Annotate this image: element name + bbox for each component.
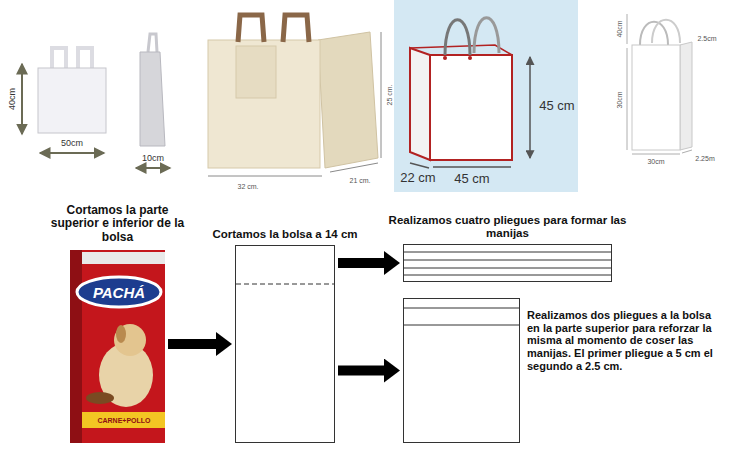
reinforced-bag-box: Realizamos dos pliegues a la bolsa en la…	[403, 298, 520, 443]
kraft-paper-bag-part	[208, 40, 320, 168]
dimension-label: 40cm	[8, 88, 17, 110]
dimension-label: 32 cm.	[237, 183, 258, 190]
handle-strip-box: Realizamos cuatro pliegues para formar l…	[403, 244, 612, 282]
tall-white-bag	[627, 14, 692, 154]
red-outline-bag-part	[529, 57, 531, 158]
cut-bag-box: Cortamos la bolsa a 14 cm	[235, 245, 335, 443]
dimension-label: 30cm	[616, 91, 623, 108]
dimension-label: 45 cm	[454, 172, 489, 185]
cut-line	[236, 284, 334, 285]
bag-photo: Cortamos la parte superior e inferior de…	[70, 250, 165, 443]
tote-side-view-part	[140, 52, 165, 146]
white-tote-bag	[22, 48, 106, 153]
red-outline-bag-part	[410, 48, 430, 160]
fold-lines-part	[404, 275, 611, 276]
white-tote-bag-part	[40, 152, 104, 154]
white-tote-bag-part	[52, 48, 66, 68]
brand-text: PACHÁ	[93, 285, 145, 300]
red-outline-bag-part	[394, 0, 578, 192]
fold-lines-part	[404, 260, 611, 261]
dog-food-bag-photo-part	[82, 412, 165, 428]
fold-lines-part	[404, 252, 611, 253]
block-arrow	[338, 366, 384, 376]
white-tote-bag-part	[78, 48, 92, 68]
dog-food-bag-photo-part	[70, 250, 165, 443]
flavor-text: CARNE+POLLO	[97, 417, 150, 424]
kraft-paper-bag-part	[283, 15, 309, 42]
dog-food-bag-photo-part	[86, 392, 114, 404]
tall-white-bag-part	[627, 48, 628, 150]
dimension-label: 2.25m	[695, 155, 714, 162]
reinforce-fold-lines	[404, 308, 519, 325]
block-arrow	[168, 339, 216, 349]
dimension-label: 25 cm.	[386, 84, 393, 105]
red-outline-bag-part	[410, 163, 429, 168]
kraft-paper-bag	[208, 15, 381, 176]
tall-white-bag-part	[632, 154, 680, 155]
dog-food-bag-photo-part	[82, 252, 165, 264]
tote-side-view-part	[148, 34, 157, 52]
block-arrow	[338, 258, 384, 268]
tall-white-bag-part	[682, 150, 692, 153]
kraft-paper-bag-part	[381, 32, 382, 158]
step-heading: Cortamos la parte superior e inferior de…	[45, 204, 190, 245]
dimension-label: 22 cm	[400, 171, 435, 184]
dog-food-bag-photo-part	[77, 277, 161, 307]
dog-food-bag-photo	[70, 250, 165, 443]
kraft-paper-bag-part	[330, 163, 378, 172]
fold-lines-part	[404, 268, 611, 269]
tall-white-bag-part	[632, 45, 680, 150]
tall-white-bag-part	[652, 20, 680, 43]
reinforce-fold-lines-part	[404, 325, 519, 326]
step-note: Realizamos dos pliegues a la bolsa en la…	[527, 309, 722, 372]
tall-white-bag-part	[627, 14, 628, 44]
kraft-paper-bag-part	[236, 46, 276, 98]
dimension-label: 30cm	[647, 158, 664, 165]
white-tote-bag-part	[38, 68, 106, 133]
tall-white-bag-part	[680, 42, 692, 150]
step-heading: Cortamos la bolsa a 14 cm	[210, 228, 360, 241]
red-outline-bag-part	[445, 20, 470, 55]
kraft-paper-bag-part	[208, 176, 322, 177]
red-outline-bag	[394, 0, 578, 192]
dog-food-bag-photo-part	[70, 250, 82, 443]
dimension-label: 21 cm.	[349, 177, 370, 184]
tote-side-view	[136, 34, 170, 168]
fold-lines	[404, 252, 611, 275]
tote-side-view-part	[136, 167, 170, 169]
red-outline-bag-part	[474, 18, 499, 53]
dimension-label: 2.5cm	[697, 35, 716, 42]
dimension-label: 10cm	[142, 154, 164, 163]
dog-food-bag-photo-part	[116, 325, 126, 343]
red-outline-bag-part	[468, 56, 472, 60]
red-outline-bag-part	[443, 56, 447, 60]
dimension-label: 40cm	[616, 20, 623, 37]
step-heading: Realizamos cuatro pliegues para formar l…	[383, 214, 633, 240]
white-tote-bag-part	[21, 64, 23, 134]
red-outline-bag-part	[430, 55, 512, 160]
dimension-label: 45 cm	[539, 99, 574, 112]
reinforce-fold-lines-part	[404, 308, 519, 309]
dog-food-bag-photo-part	[114, 324, 146, 356]
dimension-label: 50cm	[61, 139, 83, 148]
kraft-paper-bag-part	[238, 15, 264, 42]
red-outline-bag-part	[433, 166, 511, 168]
kraft-paper-bag-part	[318, 32, 378, 168]
